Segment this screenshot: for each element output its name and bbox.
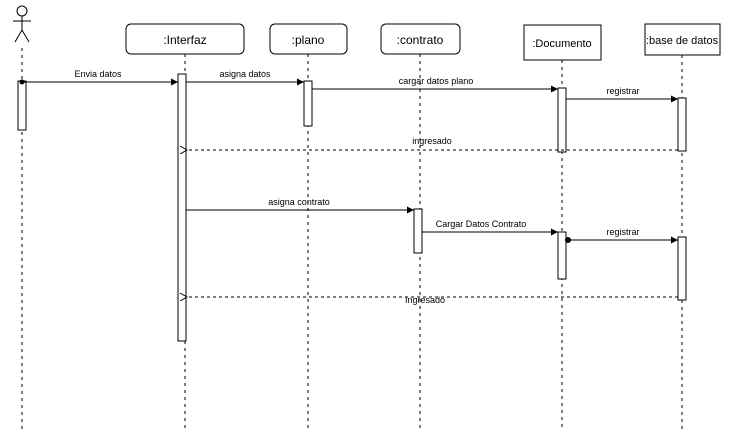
participant-documento-label: :Documento	[532, 38, 591, 50]
participant-interfaz-label: :Interfaz	[163, 33, 206, 47]
activation-base-de-datos-1	[677, 97, 687, 152]
lifelines	[21, 48, 683, 429]
message-cargar-datos-contrato: Cargar Datos Contrato	[422, 219, 558, 236]
message-asigna-datos: asigna datos	[186, 69, 304, 86]
participant-base-de-datos: :base de datos	[644, 23, 721, 56]
activation-contrato	[413, 208, 423, 254]
message-asigna-contrato: asigna contrato	[186, 197, 414, 214]
message-ingresado-1: ingresado	[187, 136, 678, 150]
message-cargar-datos-plano: cargar datos plano	[312, 76, 558, 93]
participant-plano: :plano	[269, 23, 348, 55]
actor-icon	[13, 5, 31, 43]
activation-interfaz	[177, 73, 187, 342]
message-registrar-1-label: registrar	[606, 86, 639, 96]
activation-base-de-datos-2	[677, 236, 687, 301]
participant-plano-label: :plano	[292, 33, 325, 47]
activation-plano	[303, 80, 313, 127]
message-asigna-contrato-label: asigna contrato	[268, 197, 330, 207]
message-cargar-datos-plano-label: cargar datos plano	[399, 76, 474, 86]
participant-base-de-datos-label: :base de datos	[646, 35, 719, 47]
activations	[17, 73, 687, 342]
participant-contrato-label: :contrato	[397, 33, 444, 47]
participant-documento: :Documento	[523, 24, 602, 61]
message-envia-datos: Envia datos	[19, 69, 178, 86]
participant-contrato: :contrato	[380, 23, 461, 55]
message-envia-datos-label: Envia datos	[74, 69, 122, 79]
message-cargar-datos-contrato-label: Cargar Datos Contrato	[436, 219, 527, 229]
message-registrar-1: registrar	[566, 86, 678, 103]
message-registrar-2: registrar	[565, 227, 678, 244]
participant-interfaz: :Interfaz	[125, 23, 245, 55]
activation-actor	[17, 80, 27, 131]
message-registrar-2-label: registrar	[606, 227, 639, 237]
message-ingresado-2: Ingresado	[187, 295, 678, 305]
activation-documento-1	[557, 87, 567, 153]
message-ingresado-2-label: Ingresado	[405, 295, 445, 305]
message-ingresado-1-label: ingresado	[412, 136, 452, 146]
message-asigna-datos-label: asigna datos	[219, 69, 271, 79]
activation-documento-2	[557, 231, 567, 280]
